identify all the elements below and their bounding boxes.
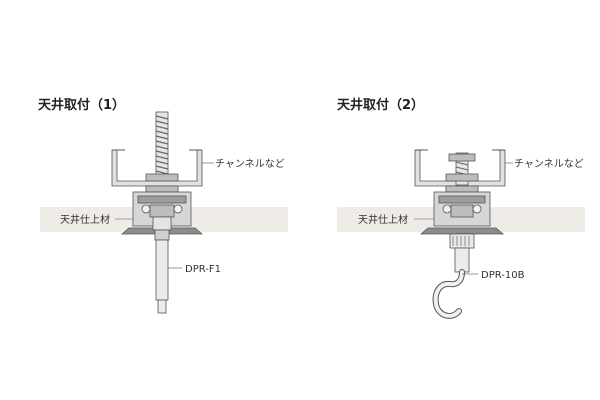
figure-2: 天井取付（2） チャンネルな <box>337 97 584 319</box>
part-dpr-10b <box>432 233 475 319</box>
channel-label-1: チャンネルなど <box>215 158 285 170</box>
nut-upper-1 <box>145 173 179 182</box>
ceiling-label-2: 天井仕上材 <box>358 213 408 226</box>
nut-top-2 <box>448 153 476 162</box>
figure-2-title: 天井取付（2） <box>337 97 424 113</box>
nut-lower-1 <box>145 185 179 193</box>
figure-1: 天井取付（1） <box>38 97 285 314</box>
nut-lower-2 <box>445 185 479 193</box>
threaded-rod <box>155 111 169 193</box>
flange-2 <box>419 227 505 235</box>
part-label-1: DPR-F1 <box>185 264 221 275</box>
figure-1-title: 天井取付（1） <box>38 97 125 113</box>
channel-label-2: チャンネルなど <box>514 158 584 170</box>
rail-2 <box>433 191 491 227</box>
ceiling-label-1: 天井仕上材 <box>60 213 110 226</box>
nut-upper-2 <box>445 173 479 182</box>
part-label-2: DPR-10B <box>481 270 525 281</box>
part-dpr-f1 <box>152 216 172 314</box>
